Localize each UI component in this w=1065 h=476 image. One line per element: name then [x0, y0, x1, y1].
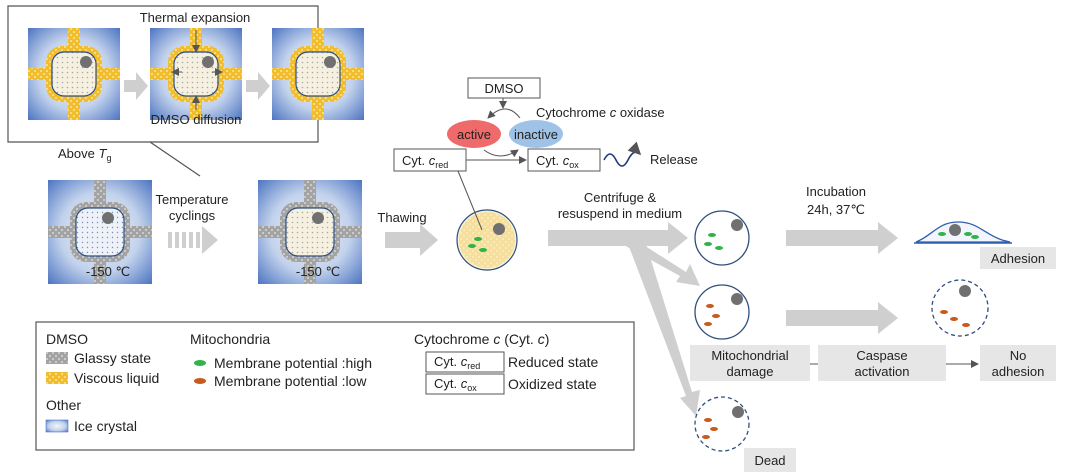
legend-cyt-title: Cytochrome c (Cyt. c)	[414, 331, 549, 347]
cyt-pointer-line	[457, 170, 483, 231]
legend-mp-low-label: Membrane potential :low	[214, 373, 367, 389]
adhered-cell	[914, 221, 1012, 244]
cycle-arc-bottom	[483, 149, 519, 158]
mito-damage-label-1: Mitochondrial	[711, 348, 788, 363]
dead-cell	[694, 396, 750, 452]
damaged-cell	[694, 284, 750, 340]
legend-mito-low-icon	[194, 378, 206, 384]
legend-glassy-swatch	[46, 352, 68, 364]
temperature-cycling-arrow	[168, 226, 218, 254]
cyt-red-label: Cyt. cred	[402, 153, 448, 170]
legend-mp-high-label: Membrane potential :high	[214, 355, 372, 371]
no-adhesion-label-1: No	[1010, 348, 1027, 363]
legend-ice-swatch	[45, 419, 69, 433]
legend-cyt-ox-box	[425, 373, 505, 395]
legend-viscous-swatch	[46, 372, 68, 384]
inset-arrow-1	[124, 72, 148, 100]
centrifuge-label-2: resuspend in medium	[558, 206, 682, 221]
thawed-cell	[456, 209, 518, 271]
centrifuge-arrows	[548, 222, 700, 416]
incubation-label-1: Incubation	[806, 184, 866, 199]
dmso-diffusion-label: DMSO diffusion	[151, 112, 242, 127]
no-adhesion-label-2: adhesion	[992, 364, 1045, 379]
thawing-label: Thawing	[377, 210, 426, 225]
active-oval	[447, 120, 501, 148]
healthy-cell	[694, 210, 750, 266]
legend-mito-high-icon	[194, 360, 206, 366]
inactive-oval	[509, 120, 563, 148]
temp-label-2: -150 ℃	[296, 264, 340, 279]
temp-label-1: -150 ℃	[86, 264, 130, 279]
release-label: Release	[650, 152, 698, 167]
adhesion-box	[980, 247, 1056, 269]
caspase-box	[818, 345, 946, 381]
caspase-label-2: activation	[855, 364, 910, 379]
legend-mito-title: Mitochondria	[190, 331, 270, 347]
inset-tile-3	[272, 28, 364, 120]
legend-cyt-red-box	[425, 351, 505, 373]
incubation-arrow	[786, 222, 898, 254]
active-label: active	[457, 127, 491, 142]
dmso-box-label: DMSO	[485, 81, 524, 96]
caspase-label-1: Caspase	[856, 348, 907, 363]
cyt-ox-box	[527, 148, 601, 172]
inset-arrow-2	[246, 72, 270, 100]
temperature-cyclings-label-1: Temperature	[156, 192, 229, 207]
adhesion-label: Adhesion	[991, 251, 1045, 266]
centrifuge-label-1: Centrifuge &	[584, 190, 657, 205]
cyt-ox-label: Cyt. cox	[536, 153, 579, 170]
dead-label: Dead	[754, 453, 785, 468]
legend-cyt-red-label: Cyt. cred	[434, 354, 480, 371]
legend-reduced-label: Reduced state	[508, 354, 598, 370]
frozen-tile-1	[48, 180, 152, 284]
legend-ice-label: Ice crystal	[74, 418, 137, 434]
legend-oxidized-label: Oxidized state	[508, 376, 597, 392]
damage-arrow	[786, 302, 898, 334]
thawing-arrow	[385, 224, 438, 256]
no-adhesion-cell	[931, 279, 989, 337]
legend-box	[35, 321, 635, 451]
legend-other-title: Other	[46, 397, 81, 413]
above-tg-label: Above Tg	[58, 146, 111, 163]
thermal-expansion-label: Thermal expansion	[140, 10, 251, 25]
mito-damage-box	[690, 345, 810, 381]
incubation-label-2: 24h, 37℃	[807, 202, 865, 217]
legend-glassy-label: Glassy state	[74, 350, 151, 366]
legend-cyt-ox-label: Cyt. cox	[434, 376, 477, 393]
dead-box	[744, 448, 796, 472]
legend-dmso-title: DMSO	[46, 331, 88, 347]
legend-viscous-label: Viscous liquid	[74, 370, 159, 386]
no-adhesion-box	[980, 345, 1056, 381]
dmso-cycle-arc	[487, 108, 521, 119]
dmso-box	[467, 77, 541, 99]
oxidase-label: Cytochrome c oxidase	[536, 105, 665, 120]
mito-damage-label-2: damage	[727, 364, 774, 379]
inset-tile-1	[28, 28, 120, 120]
frozen-tile-2	[258, 180, 362, 284]
inactive-label: inactive	[514, 127, 558, 142]
temperature-cyclings-label-2: cyclings	[169, 208, 216, 223]
inset-tile-2	[150, 28, 242, 120]
release-wave	[603, 141, 642, 167]
